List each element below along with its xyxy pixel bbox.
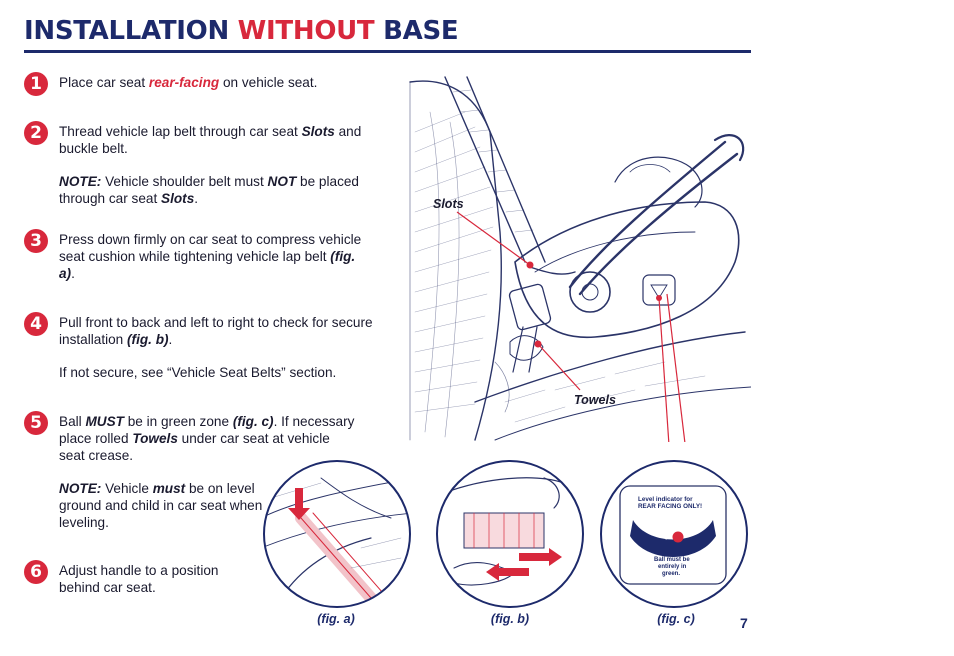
step-number-badge: 4 (24, 312, 48, 336)
step-2: 2 Thread vehicle lap belt through car se… (24, 121, 364, 207)
level-label-bottom-2: entirely in (658, 564, 687, 570)
level-label-top-2: REAR FACING ONLY! (638, 503, 702, 510)
step-number-badge: 1 (24, 72, 48, 96)
title-rule (24, 50, 751, 53)
level-label-bottom-1: Ball must be (654, 557, 690, 563)
fig-b-caption: (fig. b) (490, 612, 530, 626)
step-4: 4 Pull front to back and left to right t… (24, 312, 376, 381)
step-text: Adjust handle to a position behind car s… (59, 563, 219, 595)
step-5: 5 Ball MUST be in green zone (fig. c). I… (24, 411, 359, 531)
step-text: Ball MUST be in green zone (fig. c). If … (59, 414, 355, 530)
figure-c-level-indicator: Level indicator for REAR FACING ONLY! Ba… (600, 460, 748, 608)
step-3: 3 Press down firmly on car seat to compr… (24, 229, 364, 282)
step-text: Pull front to back and left to right to … (59, 314, 376, 381)
towels-callout: Towels (574, 393, 616, 407)
page-title: INSTALLATION WITHOUT BASE (24, 16, 459, 46)
level-label-bottom-3: green. (662, 571, 680, 577)
step-text: Place car seat rear-facing on vehicle se… (59, 75, 318, 90)
step-text: Press down firmly on car seat to compres… (59, 232, 362, 281)
step-1: 1 Place car seat rear-facing on vehicle … (24, 72, 374, 96)
step-number-badge: 5 (24, 411, 48, 435)
step-text: Thread vehicle lap belt through car seat… (59, 124, 362, 206)
car-seat-illustration (409, 76, 751, 442)
slots-callout: Slots (433, 197, 464, 211)
step-number-badge: 3 (24, 229, 48, 253)
fig-c-caption: (fig. c) (657, 612, 695, 626)
step-number-badge: 6 (24, 560, 48, 584)
step-6: 6 Adjust handle to a position behind car… (24, 560, 254, 596)
page-number: 7 (740, 615, 748, 631)
step-4-extra: If not secure, see “Vehicle Seat Belts” … (59, 365, 337, 380)
step-number-badge: 2 (24, 121, 48, 145)
fig-a-caption: (fig. a) (317, 612, 355, 626)
level-label-top-1: Level indicator for (638, 496, 693, 503)
figure-a (263, 460, 411, 608)
figure-b (436, 460, 584, 608)
